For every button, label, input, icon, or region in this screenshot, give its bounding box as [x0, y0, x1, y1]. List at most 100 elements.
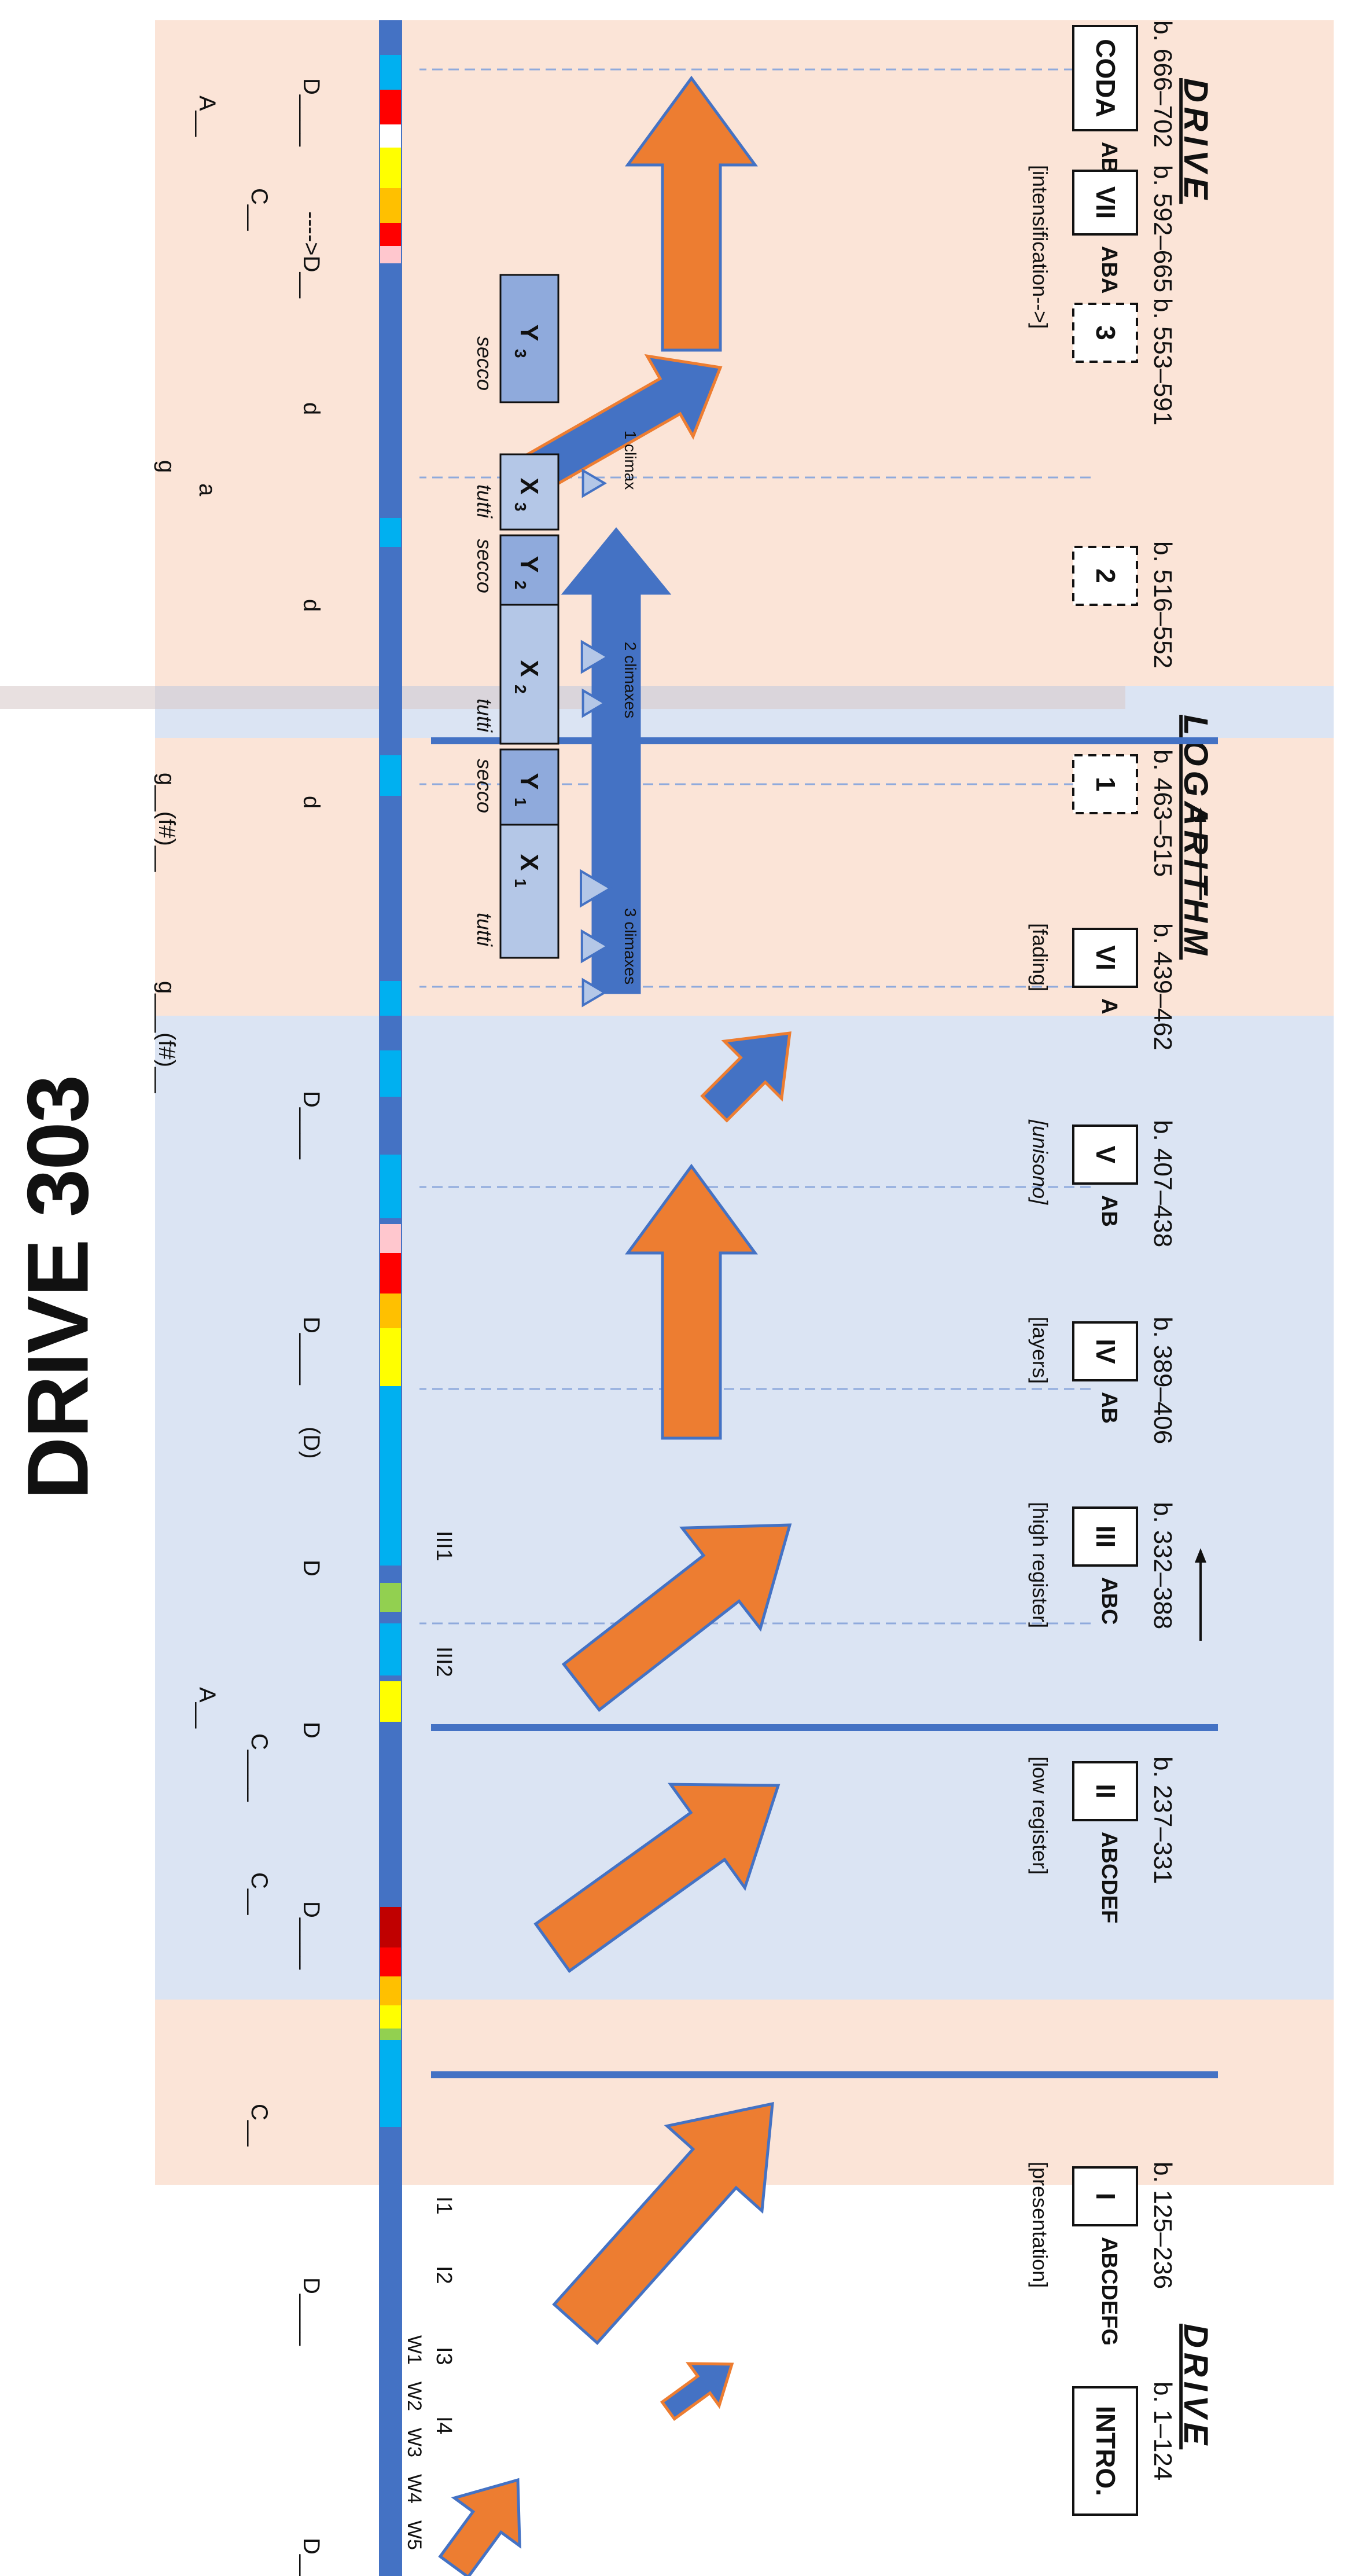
log-block-5-mode: tutti: [473, 484, 496, 519]
log-block-4: [499, 534, 559, 606]
section-5-letters: AB: [1097, 1195, 1121, 1227]
log-block-4-sub: 2: [511, 580, 529, 590]
bass-row1-10: d: [299, 599, 324, 612]
bass-row2-2: C__: [246, 1872, 272, 1915]
bass-row1-4: D: [299, 1722, 324, 1739]
section-log1-box: [1072, 754, 1138, 814]
section-3-bars: b. 332–388: [1148, 1502, 1177, 1629]
timeline-segment-18: [380, 1947, 401, 1976]
section-7-letters: ABA: [1097, 246, 1121, 293]
orange-arrow-intro: [438, 2478, 521, 2576]
bass-row1-11: d: [299, 402, 324, 415]
section-3-sub-1: III1: [432, 1531, 456, 1561]
log-block-4-mode: secco: [473, 539, 496, 593]
log-block-1-sub: 1: [511, 879, 529, 888]
page-title: DRIVE 303: [9, 1075, 106, 1500]
timeline-segment-25: [380, 1050, 401, 1097]
bass-row1-7: D____: [299, 1317, 324, 1386]
timeline-segment-4: [380, 188, 401, 223]
bass-row1-2: D____: [299, 2277, 324, 2346]
section-5-note: [unisono]: [1028, 1119, 1052, 1205]
timeline-segment-28: [380, 518, 401, 547]
intro-voice-5: W5: [403, 2520, 425, 2550]
timeline-segment-3: [380, 148, 401, 188]
section-7-note: [intensification-->]: [1028, 165, 1052, 329]
log-block-3-name: X: [515, 660, 543, 677]
timeline-segment-6: [380, 246, 401, 263]
climax-triangle-2b: [580, 640, 610, 674]
section-2-label: II: [1091, 1784, 1121, 1799]
direction-arrow-head-1: [1195, 1548, 1206, 1563]
section-7-label: VII: [1091, 186, 1121, 219]
log-block-6-sub: 3: [511, 349, 529, 358]
climax-triangle-1c: [580, 869, 613, 908]
page-title-area: DRIVE 303: [0, 0, 116, 2576]
section-3-note: [high register]: [1028, 1502, 1052, 1628]
bass-row1-6: (D): [299, 1427, 324, 1459]
timeline-segment-10: [380, 1328, 401, 1386]
log-block-1-name: X: [515, 854, 543, 870]
section-2-letters: ABCDEF: [1097, 1832, 1121, 1923]
section-4-note: [layers]: [1028, 1317, 1052, 1384]
section-3-box: [1072, 1506, 1138, 1567]
orange-arrow-section-4-5: [625, 1163, 758, 1440]
section-coda-box: [1072, 25, 1138, 131]
section-2-bars: b. 237–331: [1148, 1756, 1177, 1884]
timeline-segment-2: [380, 124, 401, 148]
section-log3-box: [1072, 303, 1138, 363]
intro-voice-4: W4: [403, 2474, 425, 2504]
section-log2-label: 2: [1091, 568, 1121, 583]
section-1-note: [presentation]: [1028, 2162, 1052, 2288]
section-coda-letters: AB: [1097, 142, 1121, 174]
orange-arrow-section-1: [552, 2101, 774, 2345]
timeline-segment-5: [380, 223, 401, 246]
timeline-segment-8: [380, 1253, 401, 1293]
log1-climax-label: 3 climaxes: [621, 908, 639, 984]
section-1-letters: ABCDEFG: [1097, 2237, 1121, 2346]
log-block-6-mode: secco: [473, 336, 496, 391]
orange-arrow-section-7: [625, 75, 758, 352]
log-block-5: [499, 453, 559, 531]
section-log2-bars: b. 516–552: [1148, 541, 1177, 668]
section-1-label: I: [1091, 2193, 1121, 2200]
bass-row1-13: D____: [299, 78, 324, 147]
section-7-bars: b. 592–665: [1148, 165, 1177, 292]
orange-arrow-section-3: [561, 1523, 792, 1712]
section-6-label: VI: [1091, 945, 1121, 970]
log-block-1-mode: tutti: [473, 913, 496, 947]
logarithm-label: LOGARITHM: [1177, 715, 1214, 960]
section-5-box: [1072, 1125, 1138, 1185]
timeline-segment-23: [380, 2081, 401, 2127]
blue-arrow-section-6: [700, 1031, 792, 1123]
timeline-segment-7: [380, 1224, 401, 1253]
section-6-bars: b. 439–462: [1148, 923, 1177, 1050]
bass-row2-4: C__: [246, 188, 272, 231]
bass-row3-1: A__: [194, 1687, 220, 1729]
drive-label-right: DRIVE: [1177, 2324, 1214, 2449]
log-block-4-name: Y: [515, 556, 543, 572]
bass-row3-3: A__: [194, 95, 220, 137]
climax-triangle-2a: [581, 688, 607, 718]
timeline-segment-9: [380, 1293, 401, 1328]
section-5-label: V: [1091, 1146, 1121, 1164]
timeline-segment-13: [380, 1513, 401, 1566]
section-1-sub-4: I4: [432, 2416, 456, 2435]
section-coda-label: CODA: [1091, 39, 1121, 117]
section-intro-label: INTRO.: [1091, 2406, 1121, 2496]
section-1-box: [1072, 2166, 1138, 2226]
section-6-box: [1072, 928, 1138, 988]
section-1-sub-3: I3: [432, 2347, 456, 2365]
section-7-box: [1072, 170, 1138, 236]
timeline-segment-24: [380, 1155, 401, 1218]
section-log1-bars: b. 463–515: [1148, 749, 1177, 877]
section-log2-box: [1072, 546, 1138, 606]
section-4-bars: b. 389–406: [1148, 1317, 1177, 1444]
section-coda-bars: b. 666–702: [1148, 20, 1177, 148]
timeline-segment-1: [380, 90, 401, 124]
climax-triangle-1b: [580, 929, 610, 964]
intro-voice-2: W2: [403, 2382, 425, 2411]
bass-row4-1: g___(f#)__: [154, 981, 179, 1093]
log-block-2-sub: 1: [511, 798, 529, 807]
blue-arrow-logarithm: [561, 527, 672, 994]
